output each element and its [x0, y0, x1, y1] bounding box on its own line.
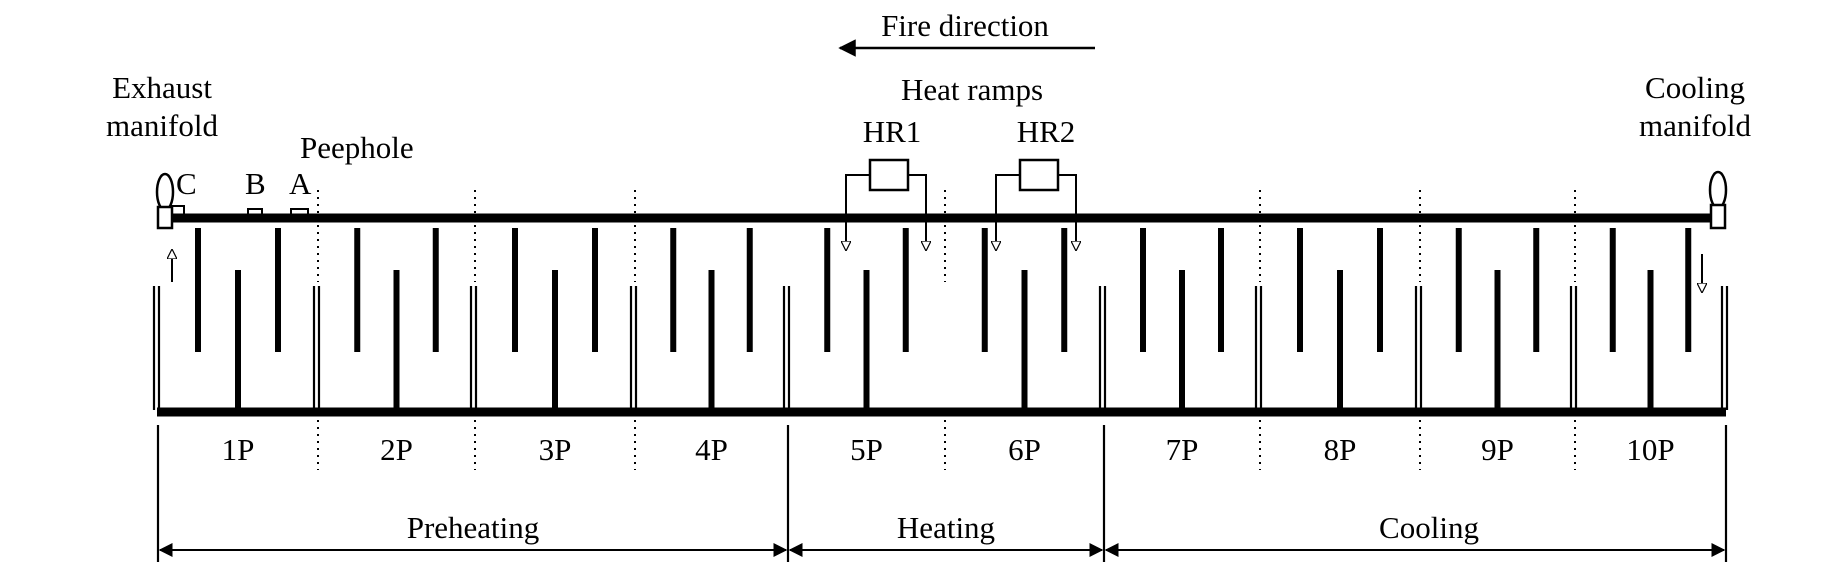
pit-label: 2P [380, 432, 413, 467]
heat-ramp-hr2-label: HR2 [1017, 114, 1076, 149]
exhaust-manifold-label: Exhaust [112, 70, 212, 105]
heat-ramp-hr1 [846, 158, 926, 250]
pit-label: 1P [222, 432, 255, 467]
peephole-b [247, 208, 263, 218]
pit-label: 5P [850, 432, 883, 467]
fire-direction-label: Fire direction [881, 8, 1049, 43]
heat-ramp-hr2 [996, 158, 1076, 250]
pit-label: 3P [539, 432, 572, 467]
heat-ramp-hr1-label: HR1 [863, 114, 922, 149]
pit-walls [152, 286, 1729, 410]
pit-label: 10P [1626, 432, 1674, 467]
peephole-point-c: C [176, 166, 197, 201]
peephole-point-b: B [245, 166, 266, 201]
pit-label: 7P [1166, 432, 1199, 467]
pit-label: 6P [1008, 432, 1041, 467]
pit-label: 4P [695, 432, 728, 467]
pit-dividers [317, 190, 1576, 470]
zones: Preheating Heating Cooling [156, 425, 1728, 562]
peephole-label: Peephole [300, 130, 414, 165]
zone-label-cooling: Cooling [1379, 510, 1479, 545]
peephole-point-a: A [289, 166, 312, 201]
exhaust-manifold [155, 172, 185, 230]
pit-labels: 1P 2P 3P 4P 5P 6P 7P 8P 9P 10P [222, 432, 1675, 467]
exhaust-manifold-label-line2: manifold [106, 108, 218, 143]
peephole-a [290, 208, 309, 218]
baffles [195, 228, 1692, 408]
heat-ramps-label: Heat ramps [901, 72, 1043, 107]
zone-label-heating: Heating [897, 510, 995, 545]
pit-label: 8P [1324, 432, 1357, 467]
zone-label-preheating: Preheating [407, 510, 540, 545]
pit-label: 9P [1481, 432, 1514, 467]
cooling-manifold [1708, 170, 1728, 230]
cooling-manifold-label-line2: manifold [1639, 108, 1751, 143]
cooling-manifold-label: Cooling [1645, 70, 1745, 105]
